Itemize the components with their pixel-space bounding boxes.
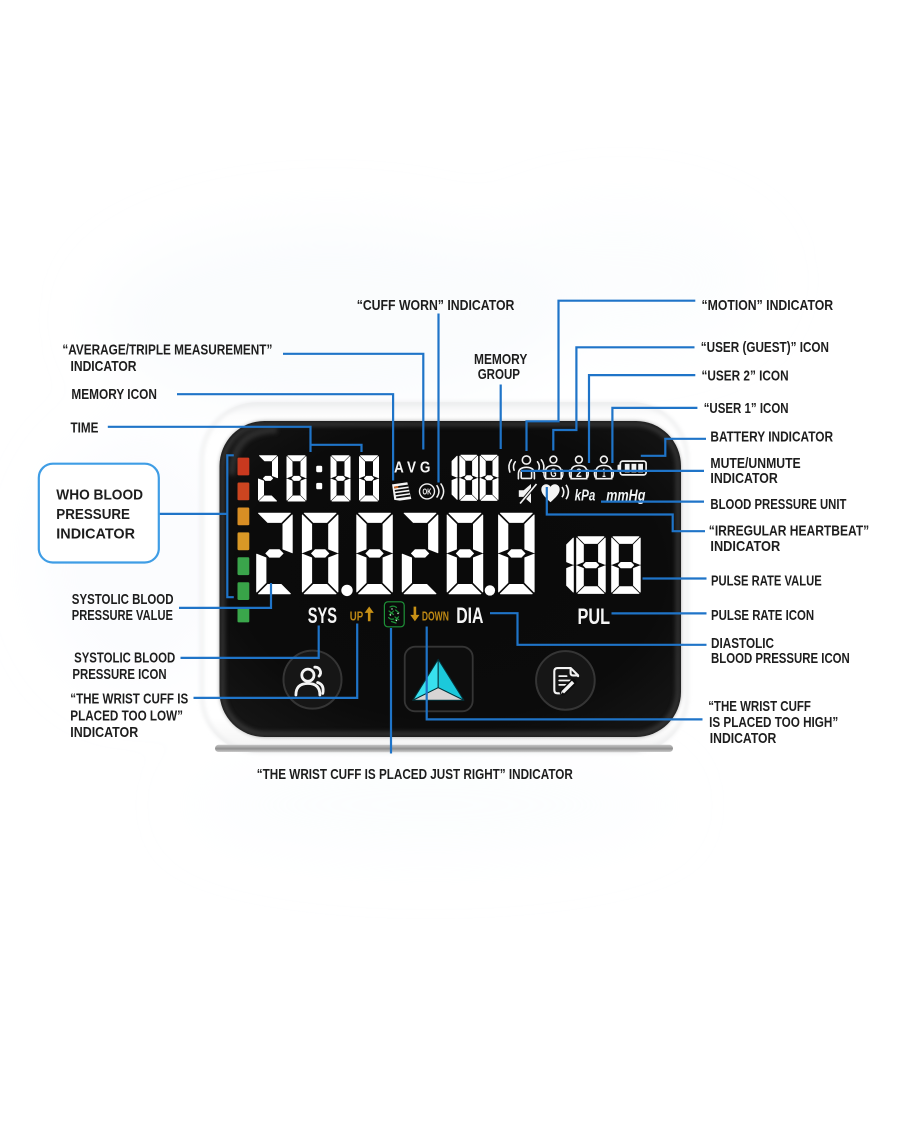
svg-text:PRESSURE VALUE: PRESSURE VALUE [72,607,173,624]
svg-text:BATTERY INDICATOR: BATTERY INDICATOR [710,429,833,446]
svg-text:IS PLACED TOO HIGH”: IS PLACED TOO HIGH” [709,714,838,731]
svg-text:A V G: A V G [394,460,430,477]
svg-text:SYSTOLIC BLOOD: SYSTOLIC BLOOD [74,650,175,667]
svg-text:MUTE/UNMUTE: MUTE/UNMUTE [710,455,800,472]
svg-text:OK: OK [423,487,432,496]
svg-text:“USER (GUEST)” ICON: “USER (GUEST)” ICON [701,339,829,356]
svg-text:PRESSURE: PRESSURE [56,506,130,523]
svg-text:“THE WRIST CUFF IS PLACED JUST: “THE WRIST CUFF IS PLACED JUST RIGHT” IN… [257,766,573,783]
svg-text:“USER 2” ICON: “USER 2” ICON [702,367,789,384]
svg-text:TIME: TIME [71,419,99,436]
svg-text:DIASTOLIC: DIASTOLIC [711,635,774,652]
svg-text:mmHg: mmHg [606,488,646,505]
svg-text:PRESSURE ICON: PRESSURE ICON [72,666,166,683]
svg-text:BLOOD PRESSURE UNIT: BLOOD PRESSURE UNIT [710,496,846,513]
svg-text:“THE WRIST CUFF IS: “THE WRIST CUFF IS [70,691,188,708]
svg-text:INDICATOR: INDICATOR [710,538,780,555]
svg-text:“MOTION” INDICATOR: “MOTION” INDICATOR [702,297,834,314]
svg-text:“THE WRIST CUFF: “THE WRIST CUFF [708,698,811,715]
svg-text:SYSTOLIC BLOOD: SYSTOLIC BLOOD [72,591,174,608]
svg-text:INDICATOR: INDICATOR [710,470,778,487]
svg-text:GROUP: GROUP [478,366,520,383]
svg-text:“USER 1” ICON: “USER 1” ICON [704,400,789,417]
svg-text:DOWN: DOWN [422,609,449,624]
svg-text:SYS: SYS [308,603,337,628]
svg-text:G: G [550,466,556,480]
svg-text:“CUFF WORN” INDICATOR: “CUFF WORN” INDICATOR [357,297,515,314]
svg-text:INDICATOR: INDICATOR [71,358,137,375]
svg-text:“AVERAGE/TRIPLE MEASUREMENT”: “AVERAGE/TRIPLE MEASUREMENT” [62,341,272,358]
svg-text:UP: UP [350,609,364,624]
svg-text:INDICATOR: INDICATOR [710,730,777,747]
svg-text:DIA: DIA [456,603,483,628]
svg-text:BLOOD PRESSURE ICON: BLOOD PRESSURE ICON [711,650,850,667]
svg-text:PULSE RATE ICON: PULSE RATE ICON [711,607,814,624]
svg-text:“IRREGULAR HEARTBEAT”: “IRREGULAR HEARTBEAT” [709,523,869,540]
svg-text:PLACED TOO LOW”: PLACED TOO LOW” [70,707,183,724]
svg-text:INDICATOR: INDICATOR [56,526,135,543]
svg-text:PULSE RATE VALUE: PULSE RATE VALUE [711,573,822,590]
svg-text:PUL: PUL [578,604,611,629]
svg-text:MEMORY ICON: MEMORY ICON [71,386,156,403]
svg-text:1: 1 [602,466,606,480]
svg-text:2: 2 [576,466,582,480]
svg-text:MEMORY: MEMORY [474,351,527,368]
svg-text:kPa: kPa [575,488,596,505]
svg-text:INDICATOR: INDICATOR [70,724,138,741]
svg-text:WHO BLOOD: WHO BLOOD [56,487,143,504]
